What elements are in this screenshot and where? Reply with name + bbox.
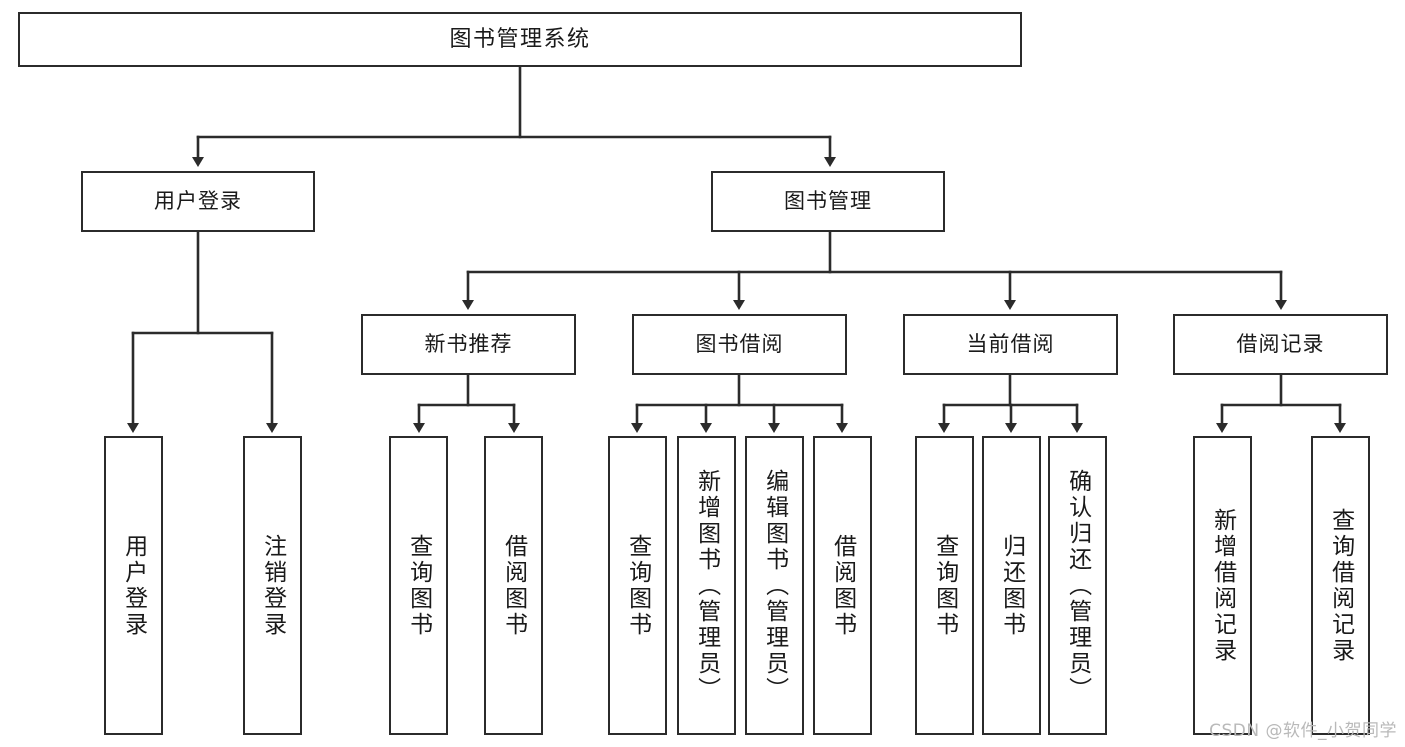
node-leaf-query-record-label: 查询借阅记录 bbox=[1327, 507, 1354, 664]
node-leaf-query-book-3-label: 查询图书 bbox=[931, 533, 958, 638]
node-book-borrow[interactable]: 图书借阅 bbox=[632, 314, 847, 375]
node-leaf-query-book-2[interactable]: 查询图书 bbox=[608, 436, 667, 735]
node-root[interactable]: 图书管理系统 bbox=[18, 12, 1022, 67]
node-leaf-logout[interactable]: 注销登录 bbox=[243, 436, 302, 735]
node-leaf-return-book-label: 归还图书 bbox=[998, 533, 1025, 638]
node-leaf-query-book-3[interactable]: 查询图书 bbox=[915, 436, 974, 735]
node-leaf-return-book[interactable]: 归还图书 bbox=[982, 436, 1041, 735]
node-leaf-borrow-book-1-label: 借阅图书 bbox=[500, 533, 527, 638]
node-leaf-logout-label: 注销登录 bbox=[259, 533, 286, 638]
node-leaf-borrow-book-2-label: 借阅图书 bbox=[829, 533, 856, 638]
node-new-book-rec[interactable]: 新书推荐 bbox=[361, 314, 576, 375]
node-user-login-label: 用户登录 bbox=[154, 189, 242, 214]
node-leaf-add-record[interactable]: 新增借阅记录 bbox=[1193, 436, 1252, 735]
node-book-borrow-label: 图书借阅 bbox=[695, 332, 784, 357]
node-leaf-query-record[interactable]: 查询借阅记录 bbox=[1311, 436, 1370, 735]
watermark: CSDN @软件_小贺同学 bbox=[1209, 721, 1397, 741]
node-new-book-rec-label: 新书推荐 bbox=[424, 332, 513, 357]
node-book-manage-label: 图书管理 bbox=[784, 189, 872, 214]
node-borrow-record-label: 借阅记录 bbox=[1236, 332, 1325, 357]
node-leaf-add-record-label: 新增借阅记录 bbox=[1209, 507, 1236, 664]
node-leaf-user-login-label: 用户登录 bbox=[120, 533, 147, 638]
node-root-label: 图书管理系统 bbox=[449, 26, 591, 52]
node-leaf-borrow-book-2[interactable]: 借阅图书 bbox=[813, 436, 872, 735]
node-leaf-user-login[interactable]: 用户登录 bbox=[104, 436, 163, 735]
node-leaf-confirm-return-admin[interactable]: 确认归还（管理员） bbox=[1048, 436, 1107, 735]
node-leaf-add-book-admin[interactable]: 新增图书（管理员） bbox=[677, 436, 736, 735]
node-leaf-add-book-admin-label: 新增图书（管理员） bbox=[693, 468, 720, 703]
node-leaf-borrow-book-1[interactable]: 借阅图书 bbox=[484, 436, 543, 735]
node-leaf-edit-book-admin[interactable]: 编辑图书（管理员） bbox=[745, 436, 804, 735]
node-current-borrow-label: 当前借阅 bbox=[966, 332, 1055, 357]
node-book-manage[interactable]: 图书管理 bbox=[711, 171, 945, 232]
node-leaf-edit-book-admin-label: 编辑图书（管理员） bbox=[761, 468, 788, 703]
node-current-borrow[interactable]: 当前借阅 bbox=[903, 314, 1118, 375]
node-leaf-query-book-1-label: 查询图书 bbox=[405, 533, 432, 638]
node-leaf-query-book-2-label: 查询图书 bbox=[624, 533, 651, 638]
node-borrow-record[interactable]: 借阅记录 bbox=[1173, 314, 1388, 375]
node-leaf-confirm-return-admin-label: 确认归还（管理员） bbox=[1064, 468, 1091, 703]
node-user-login[interactable]: 用户登录 bbox=[81, 171, 315, 232]
node-leaf-query-book-1[interactable]: 查询图书 bbox=[389, 436, 448, 735]
